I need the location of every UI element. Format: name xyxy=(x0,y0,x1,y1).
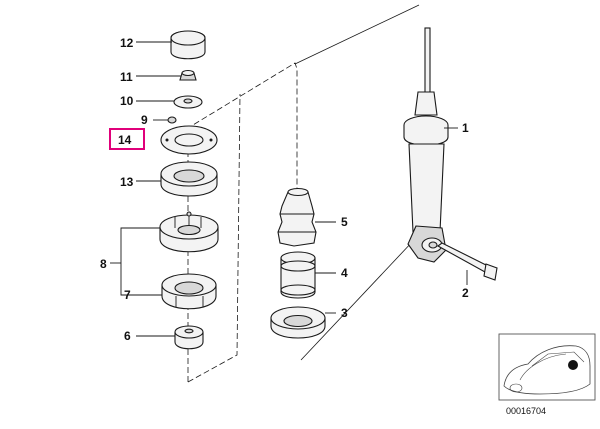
part-8-mount[interactable] xyxy=(159,211,219,253)
part-10-washer[interactable] xyxy=(173,95,203,109)
part-13-ring[interactable] xyxy=(160,161,218,197)
part-9-nut[interactable] xyxy=(167,116,177,124)
callout-13[interactable]: 13 xyxy=(120,175,134,189)
part-7-bushing[interactable] xyxy=(161,273,217,310)
callout-2[interactable]: 2 xyxy=(462,286,469,300)
callout-4[interactable]: 4 xyxy=(341,266,348,280)
callout-14-highlight xyxy=(109,128,145,150)
callout-3[interactable]: 3 xyxy=(341,306,348,320)
leader-lines xyxy=(110,41,468,337)
part-5-bump-stop[interactable] xyxy=(277,187,317,247)
part-4-dust-boot[interactable] xyxy=(280,251,316,299)
callout-14[interactable]: 14 xyxy=(118,133,132,147)
callout-5[interactable]: 5 xyxy=(341,215,348,229)
callout-labels: 12 11 10 9 14 13 8 7 6 5 4 3 1 2 xyxy=(100,36,469,343)
callout-12[interactable]: 12 xyxy=(120,36,134,50)
vehicle-locator-thumbnail: 00016704 xyxy=(498,333,596,416)
part-2-bolt[interactable] xyxy=(436,242,498,281)
callout-11[interactable]: 11 xyxy=(120,70,133,84)
part-12-cap[interactable] xyxy=(170,30,206,60)
callout-10[interactable]: 10 xyxy=(120,94,134,108)
callout-8[interactable]: 8 xyxy=(100,257,107,271)
callout-7[interactable]: 7 xyxy=(124,288,131,302)
callout-1[interactable]: 1 xyxy=(462,121,469,135)
diagram-number: 00016704 xyxy=(506,406,546,416)
assembly-outline xyxy=(187,4,420,383)
part-11-nut[interactable] xyxy=(179,69,197,81)
part-3-seat-ring[interactable] xyxy=(270,306,326,339)
part-14-plate[interactable] xyxy=(160,125,218,155)
callout-9[interactable]: 9 xyxy=(141,113,148,127)
part-1-shock-absorber[interactable] xyxy=(403,27,449,263)
vehicle-location-marker-icon xyxy=(568,360,578,370)
callout-6[interactable]: 6 xyxy=(124,329,131,343)
part-6-stop[interactable] xyxy=(174,325,204,350)
